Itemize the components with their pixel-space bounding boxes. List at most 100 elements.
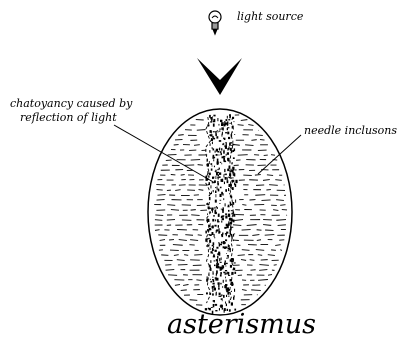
inclusion-dash (171, 210, 179, 211)
band-speck (212, 245, 214, 246)
band-speck (227, 255, 229, 257)
band-speck (226, 234, 227, 236)
inclusion-dash (260, 140, 265, 141)
band-speck (222, 218, 224, 220)
band-speck (227, 127, 229, 128)
chatoyancy-band (205, 114, 238, 314)
band-speck (212, 219, 214, 222)
band-speck (219, 231, 221, 233)
band-speck (212, 286, 214, 289)
band-speck (223, 295, 225, 298)
inclusion-dash (256, 250, 264, 251)
inclusion-dash (190, 240, 198, 241)
band-speck (221, 267, 223, 269)
band-speck (216, 149, 218, 152)
band-speck (223, 246, 225, 248)
band-speck (213, 304, 215, 307)
band-speck (209, 161, 210, 164)
band-speck (225, 216, 227, 219)
band-speck (215, 304, 217, 306)
band-speck (226, 232, 228, 234)
band-speck (223, 150, 224, 153)
band-speck (226, 304, 227, 307)
band-speck (213, 256, 215, 258)
band-speck (207, 126, 209, 127)
band-speck (210, 260, 211, 263)
band-speck (222, 144, 223, 146)
band-speck (225, 239, 227, 241)
inclusion-dash (245, 145, 253, 146)
inclusion-dash (258, 280, 268, 281)
band-speck (214, 166, 215, 168)
band-speck (225, 174, 227, 175)
band-speck (221, 257, 222, 260)
band-speck (212, 232, 214, 235)
band-speck (225, 189, 227, 192)
band-speck (216, 229, 218, 231)
band-speck (215, 133, 216, 136)
inclusion-dash (181, 175, 185, 176)
band-speck (219, 168, 220, 170)
inclusion-dash (273, 210, 278, 211)
band-speck (211, 138, 213, 141)
band-speck (221, 221, 222, 223)
band-speck (214, 207, 215, 209)
band-speck (230, 222, 232, 225)
inclusion-dash (174, 255, 179, 256)
band-speck (209, 115, 211, 118)
inclusion-dash (241, 260, 246, 261)
band-speck (233, 234, 234, 237)
band-speck (223, 198, 224, 200)
band-speck (219, 124, 220, 126)
inclusion-dash (265, 235, 275, 236)
band-speck (225, 142, 226, 143)
band-speck (209, 182, 211, 185)
band-speck (217, 266, 219, 268)
band-speck (217, 219, 219, 222)
band-speck (209, 134, 211, 136)
inclusion-dash (238, 155, 248, 156)
band-speck (221, 122, 222, 124)
band-speck (227, 177, 228, 180)
band-speck (229, 184, 231, 187)
band-speck (228, 177, 230, 178)
band-speck (231, 227, 233, 228)
inclusion-dash (276, 200, 284, 201)
band-speck (228, 205, 230, 206)
band-speck (210, 247, 211, 250)
band-speck (234, 148, 235, 151)
band-speck (213, 242, 215, 245)
inclusion-dash (258, 255, 262, 256)
band-speck (233, 214, 235, 217)
band-speck (222, 132, 223, 135)
inclusion-dash (167, 205, 175, 206)
inclusion-dash (251, 290, 261, 291)
band-speck (213, 246, 214, 247)
band-speck (218, 155, 219, 156)
band-speck (219, 176, 221, 178)
band-speck (211, 185, 212, 188)
inclusion-dash (275, 180, 282, 181)
band-speck (215, 219, 216, 221)
inclusion-dash (263, 225, 271, 226)
band-speck (213, 247, 214, 248)
band-speck (214, 265, 216, 267)
band-speck (213, 115, 215, 117)
band-speck (227, 226, 229, 228)
inclusion-dash (268, 275, 272, 276)
band-speck (220, 200, 222, 201)
band-speck (228, 119, 230, 120)
band-speck (217, 256, 218, 259)
band-speck (225, 132, 227, 133)
band-speck (225, 277, 226, 279)
band-speck (224, 145, 226, 147)
band-speck (216, 194, 217, 197)
inclusion-dash (179, 240, 187, 241)
band-speck (217, 118, 218, 121)
band-speck (209, 243, 210, 246)
band-speck (222, 286, 223, 288)
band-speck (219, 293, 221, 295)
band-speck (223, 138, 224, 140)
band-speck (213, 283, 215, 285)
band-speck (231, 302, 233, 305)
